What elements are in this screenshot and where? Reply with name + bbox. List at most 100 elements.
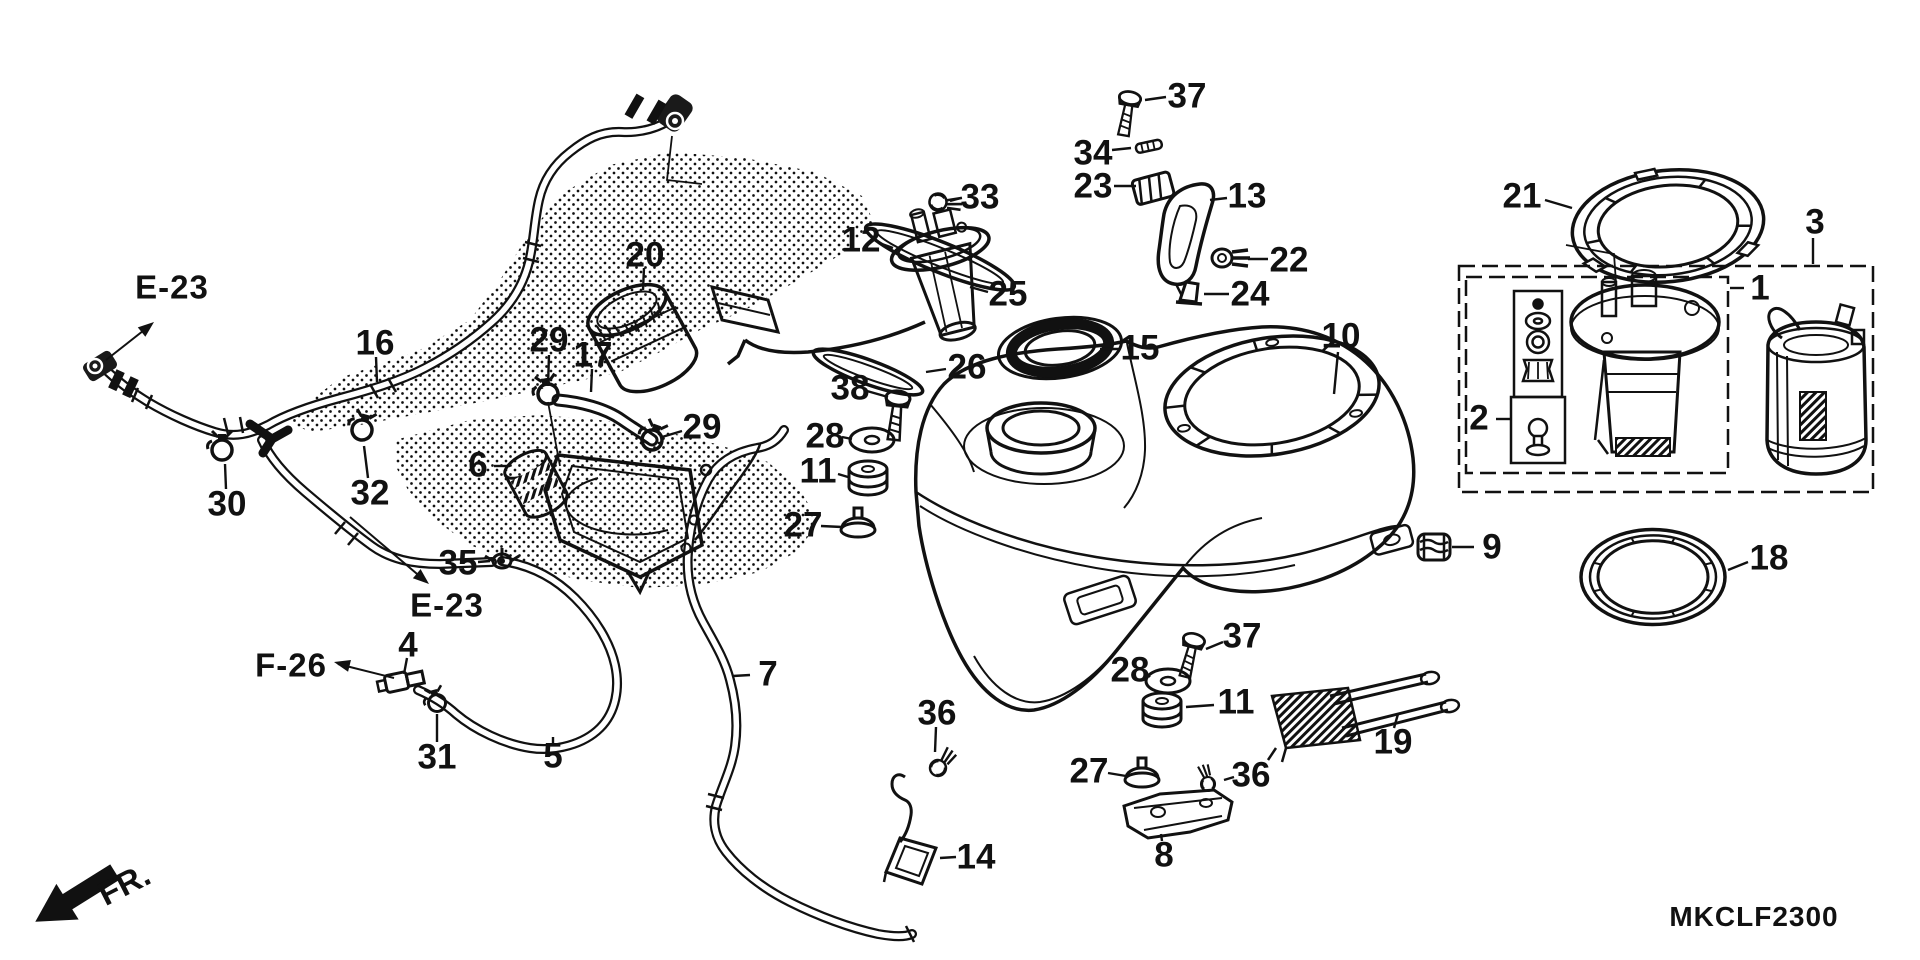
callout-10: 10 (1322, 317, 1361, 356)
drain-hose-5 (413, 556, 622, 754)
leader-line-11 (837, 472, 849, 479)
leader-line-28 (1145, 672, 1151, 678)
callout-26: 26 (948, 348, 987, 387)
leader-line-37 (1144, 95, 1167, 102)
leader-line-37 (1205, 640, 1224, 651)
leader-line-35 (477, 559, 491, 564)
callout-21: 21 (1503, 177, 1542, 216)
callout-3: 3 (1805, 203, 1824, 242)
leader-line-12 (878, 241, 894, 250)
callout-37: 37 (1223, 617, 1262, 656)
connector-ref-0: E-23 (135, 269, 209, 306)
callout-27: 27 (1070, 752, 1109, 791)
joint-pipe-4 (375, 669, 427, 694)
diagram-code: MKCLF2300 (1669, 901, 1838, 932)
callout-16: 16 (356, 324, 395, 363)
washer-28b (1144, 667, 1192, 695)
ring-21-leader (1565, 244, 1617, 284)
kit-box-2b (1509, 395, 1567, 465)
leader-line-25 (969, 285, 989, 294)
callout-5: 5 (543, 737, 562, 776)
leader-line-27 (1107, 771, 1127, 778)
leader-line-16 (374, 356, 379, 383)
pin-34 (1134, 138, 1164, 154)
leader-line-19 (1392, 713, 1400, 729)
gasket-ring-18 (1581, 529, 1725, 624)
tank-tab (1369, 523, 1415, 556)
leader-line-17 (589, 368, 594, 393)
branch-hose (257, 435, 497, 570)
kit-box-3 (1457, 264, 1875, 494)
retainer-ring-21 (1566, 158, 1769, 291)
tank-filler-neck (963, 401, 1125, 485)
callout-17: 17 (574, 336, 613, 375)
mount-27a (839, 506, 877, 539)
leader-line-11 (1185, 703, 1215, 709)
ref-leader-1 (349, 516, 424, 580)
canister-20 (586, 282, 781, 394)
callout-15: 15 (1121, 329, 1160, 368)
callout-30: 30 (208, 485, 247, 524)
leader-line-26 (925, 367, 947, 374)
connector-ref-1: E-23 (410, 587, 484, 624)
callout-11: 11 (1218, 683, 1255, 722)
callout-31: 31 (418, 738, 457, 777)
grommet-11a (847, 459, 889, 497)
kit-small-parts (1521, 298, 1555, 457)
bolt-37a (1111, 88, 1144, 139)
leader-line-29 (546, 354, 551, 387)
callout-38: 38 (831, 369, 870, 408)
bracket-8 (1122, 788, 1234, 840)
grommet-11b (1141, 691, 1183, 729)
gasket-26 (811, 347, 925, 397)
canister-drain-hose-7 (682, 425, 917, 943)
callout-33: 33 (961, 178, 1000, 217)
leader-line-10 (1332, 351, 1340, 395)
mount-27b (1123, 756, 1161, 789)
callout-23: 23 (1074, 167, 1113, 206)
callout-29: 29 (683, 408, 722, 447)
sleeve-23 (1130, 170, 1176, 206)
leader-line-30 (223, 463, 228, 490)
callout-34: 34 (1074, 134, 1113, 173)
callout-18: 18 (1750, 539, 1789, 578)
leader-line-13 (1209, 196, 1228, 202)
setting-plate-12 (863, 222, 1017, 292)
fuel-pump-module-1 (1569, 269, 1721, 457)
leader-line-34 (1111, 146, 1132, 152)
callout-11: 11 (800, 452, 837, 491)
tank-stay-19 (1266, 670, 1461, 763)
breather-hose-16 (103, 113, 677, 440)
hose-junction (245, 419, 293, 458)
tank-pump-opening (1156, 322, 1388, 471)
callout-28: 28 (806, 417, 845, 456)
leader-line-4 (402, 657, 409, 675)
ref-leader-0 (105, 326, 149, 361)
screw-36a (924, 745, 962, 781)
fr-direction-arrow (35, 864, 120, 922)
ref-arrow-2 (332, 656, 351, 672)
callout-13: 13 (1228, 177, 1267, 216)
leader-line-14 (939, 855, 957, 860)
fr-label: FR. (92, 855, 156, 912)
callout-8: 8 (1154, 836, 1173, 875)
leader-line-7 (732, 673, 751, 678)
leader-line-18 (1727, 560, 1749, 572)
leader-line-32 (362, 445, 370, 479)
callout-36: 36 (918, 694, 957, 733)
kit-box-1 (1464, 275, 1730, 475)
callout-7: 7 (758, 655, 777, 694)
callout-27: 27 (784, 506, 823, 545)
callout-29: 29 (530, 321, 569, 360)
callout-25: 25 (989, 275, 1028, 314)
leader-line-20 (641, 267, 646, 291)
callout-37: 37 (1168, 77, 1207, 116)
leader-line-36 (1223, 775, 1235, 782)
filter-cup (1765, 302, 1868, 476)
callout-14: 14 (957, 838, 996, 877)
fuel-tank-10 (913, 322, 1416, 712)
callout-22: 22 (1270, 241, 1309, 280)
leader-line-27 (820, 524, 843, 529)
